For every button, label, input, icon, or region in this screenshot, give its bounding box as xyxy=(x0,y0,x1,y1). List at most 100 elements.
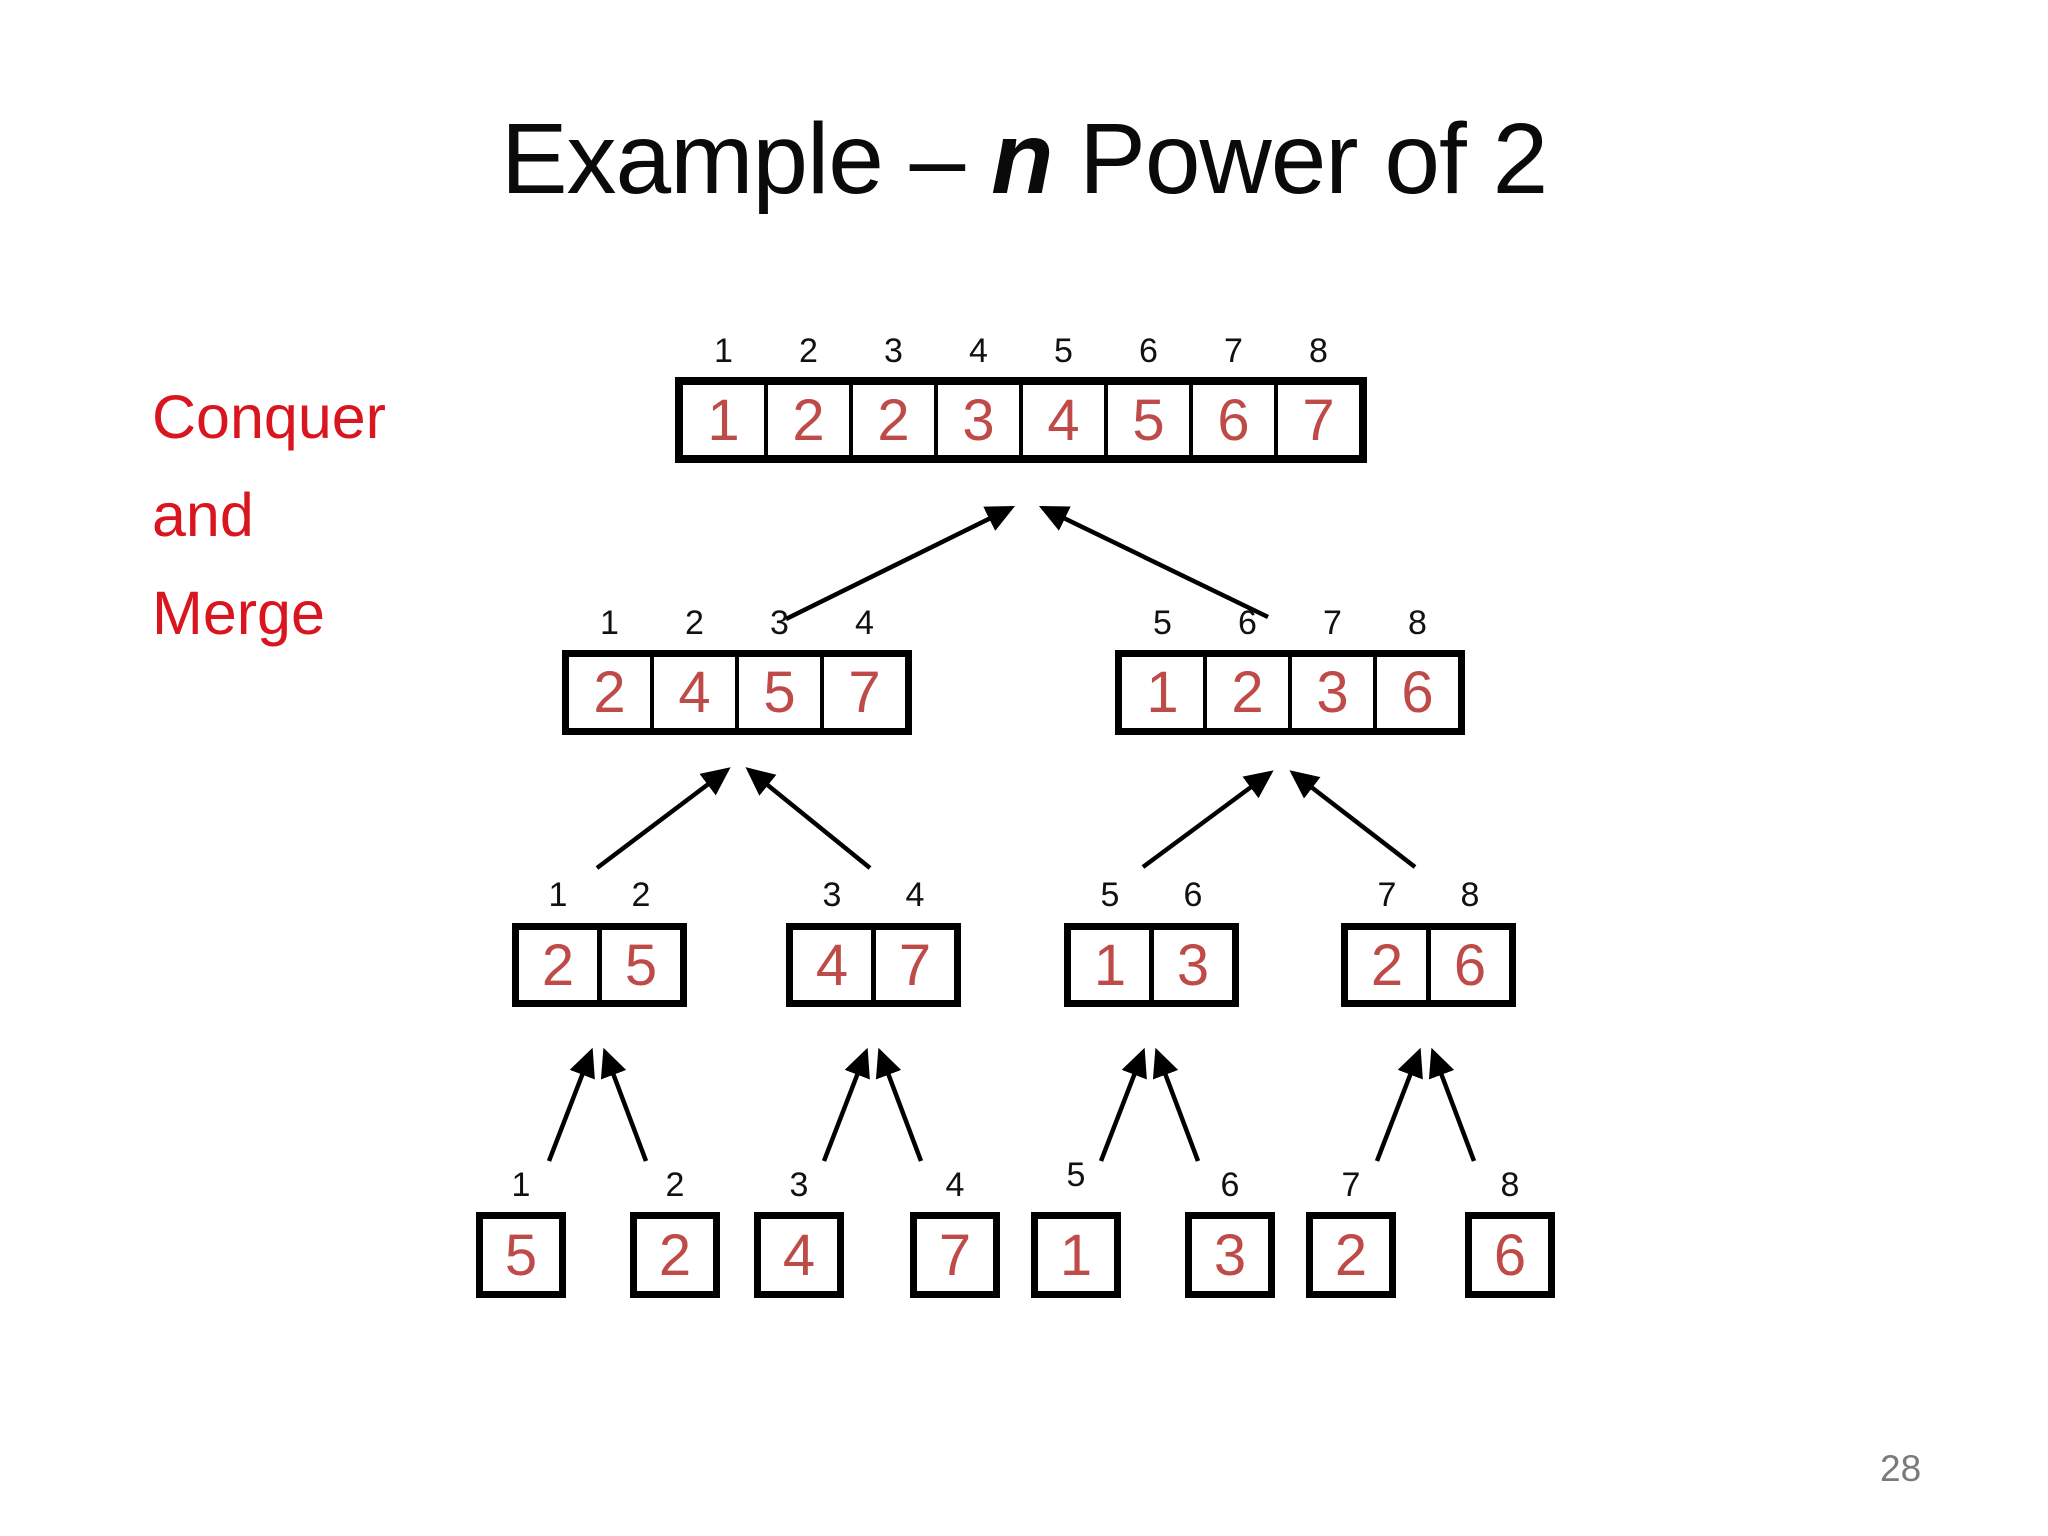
array-cell: 2 xyxy=(849,385,934,455)
index-label: 1 xyxy=(511,1166,531,1204)
side-label-line: Merge xyxy=(152,579,325,647)
array-cell: 6 xyxy=(1426,930,1509,1000)
merge-arrow xyxy=(745,767,872,870)
array-cell: 4 xyxy=(650,657,735,728)
array-cell: 1 xyxy=(1038,1219,1114,1291)
array-cell: 2 xyxy=(637,1219,713,1291)
index-label: 8 xyxy=(1309,332,1328,370)
index-label: 5 xyxy=(1100,876,1120,914)
index-label: 2 xyxy=(799,332,818,370)
level-4-single-elements-group: 7 xyxy=(910,1212,1000,1298)
side-label-line: and xyxy=(152,481,254,549)
level-4-single-elements-group: 6 xyxy=(1465,1212,1555,1298)
side-label-line: Conquer xyxy=(152,383,386,451)
array-cell: 5 xyxy=(735,657,820,728)
array-cell: 7 xyxy=(871,930,954,1000)
array-cell: 3 xyxy=(934,385,1019,455)
array-cell: 7 xyxy=(820,657,905,728)
merge-arrow xyxy=(1152,1047,1201,1162)
array-cell: 2 xyxy=(1313,1219,1389,1291)
index-label: 3 xyxy=(822,876,842,914)
level-4-single-elements-group: 4 xyxy=(754,1212,844,1298)
array-cell: 7 xyxy=(917,1219,993,1291)
index-label: 4 xyxy=(945,1166,965,1204)
array-cell: 6 xyxy=(1373,657,1458,728)
index-label: 2 xyxy=(685,604,704,642)
page-number: 28 xyxy=(1880,1448,1922,1489)
index-label: 2 xyxy=(631,876,651,914)
index-label: 7 xyxy=(1377,876,1397,914)
array-cell: 4 xyxy=(1019,385,1104,455)
array-cell: 6 xyxy=(1472,1219,1548,1291)
array-cell: 3 xyxy=(1192,1219,1268,1291)
merge-arrow xyxy=(1038,505,1269,620)
array-cell: 5 xyxy=(483,1219,559,1291)
array-cell: 4 xyxy=(761,1219,837,1291)
merge-arrow xyxy=(785,505,1016,622)
array-cell: 2 xyxy=(1203,657,1288,728)
index-label: 3 xyxy=(770,604,789,642)
index-label: 1 xyxy=(548,876,568,914)
index-label: 6 xyxy=(1238,604,1257,642)
index-label: 8 xyxy=(1500,1166,1520,1204)
array-cell: 2 xyxy=(569,657,650,728)
array-cell: 3 xyxy=(1149,930,1232,1000)
array-cell: 2 xyxy=(764,385,849,455)
index-label: 3 xyxy=(884,332,903,370)
index-label: 6 xyxy=(1139,332,1158,370)
merge-arrow xyxy=(1098,1047,1147,1162)
level-4-single-elements-group: 5 xyxy=(476,1212,566,1298)
level-4-single-elements-group: 2 xyxy=(1306,1212,1396,1298)
index-label: 2 xyxy=(665,1166,685,1204)
array-cell: 1 xyxy=(1122,657,1203,728)
conquer-and-merge-label: Conquer and Merge xyxy=(152,368,386,662)
merge-arrow xyxy=(1289,770,1417,869)
array-cell: 2 xyxy=(519,930,597,1000)
level-4-single-elements-group: 1 xyxy=(1031,1212,1121,1298)
slide-title: Example – n Power of 2 xyxy=(0,100,2048,217)
level-4-single-elements-group: 3 xyxy=(1185,1212,1275,1298)
merge-arrow xyxy=(600,1047,649,1162)
index-label: 1 xyxy=(600,604,619,642)
array-cell: 1 xyxy=(1071,930,1149,1000)
index-label: 7 xyxy=(1224,332,1243,370)
merge-arrow xyxy=(821,1047,870,1162)
array-cell: 4 xyxy=(793,930,871,1000)
array-cell: 5 xyxy=(597,930,680,1000)
index-label: 5 xyxy=(1153,604,1172,642)
index-label: 5 xyxy=(1054,332,1073,370)
array-cell: 5 xyxy=(1104,385,1189,455)
index-label: 3 xyxy=(789,1166,809,1204)
title-prefix: Example – xyxy=(500,103,992,215)
index-label: 4 xyxy=(905,876,925,914)
index-label: 4 xyxy=(969,332,988,370)
index-label: 5 xyxy=(1066,1156,1086,1194)
array-cell: 1 xyxy=(683,385,764,455)
index-label: 6 xyxy=(1220,1166,1240,1204)
merge-arrow xyxy=(595,767,731,870)
title-suffix: Power of 2 xyxy=(1052,103,1548,215)
array-cell: 7 xyxy=(1274,385,1359,455)
array-cell: 2 xyxy=(1348,930,1426,1000)
index-label: 1 xyxy=(714,332,733,370)
array-cell: 3 xyxy=(1288,657,1373,728)
merge-arrow xyxy=(1374,1047,1423,1162)
index-label: 8 xyxy=(1408,604,1427,642)
merge-arrow xyxy=(1428,1047,1477,1162)
merge-arrow xyxy=(1141,770,1274,869)
index-label: 7 xyxy=(1341,1166,1361,1204)
title-n-variable: n xyxy=(991,101,1053,215)
merge-arrow xyxy=(546,1047,595,1162)
index-label: 8 xyxy=(1460,876,1480,914)
index-label: 7 xyxy=(1323,604,1342,642)
merge-arrow xyxy=(875,1047,924,1162)
level-4-single-elements-group: 2 xyxy=(630,1212,720,1298)
